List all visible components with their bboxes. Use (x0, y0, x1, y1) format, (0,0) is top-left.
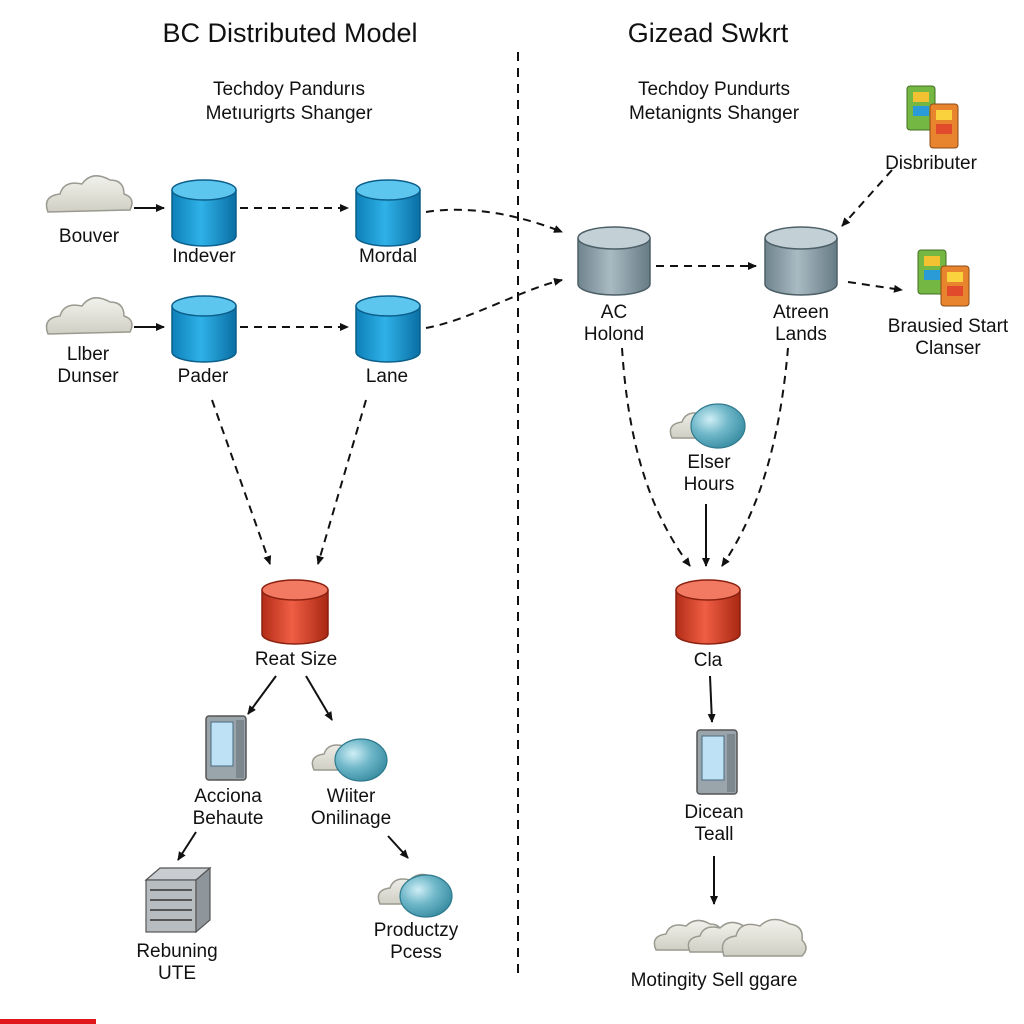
right-connectors (621, 169, 903, 905)
database-pader-icon (171, 295, 237, 363)
database-cla-icon (675, 579, 741, 645)
node-label-liber: Llber Dunser (57, 344, 119, 387)
cloud-icon (45, 175, 133, 213)
cloud-sphere-icon (669, 403, 746, 449)
node-label-acciona: Acciona Behaute (192, 786, 264, 829)
node-label-mordal: Mordal (358, 246, 418, 267)
database-indever-icon (171, 179, 237, 247)
node-label-brausied: Brausied Start Clanser (887, 316, 1009, 359)
node-label-cla: Cla (693, 650, 723, 671)
cloud-sphere-icon (377, 873, 453, 918)
node-label-pader: Pader (177, 366, 229, 387)
node-label-wiiter: Wiiter Onilinage (310, 786, 392, 829)
left-subtitle: Techdoy Pandurıs Metıurigrts Shanger (205, 79, 373, 124)
node-label-ac-holond: AC Holond (583, 302, 645, 345)
database-ac-holond-icon (577, 226, 651, 296)
cloud-sphere-icon (311, 738, 388, 782)
node-label-rebuning: Rebuning UTE (136, 941, 218, 984)
node-label-productzy: Productzy Pcess (373, 920, 459, 963)
right-title: Gizead Swkrt (627, 18, 789, 48)
node-label-elser-hours: Elser Hours (683, 452, 735, 495)
left-connectors (134, 204, 563, 861)
app-tiles-icon (917, 249, 970, 307)
server-rack-icon (144, 866, 212, 934)
node-label-reat-size: Reat Size (254, 649, 338, 670)
accent-bar (0, 1019, 96, 1024)
app-tiles-icon (906, 85, 959, 149)
cloud-cluster-icon (653, 918, 807, 957)
right-subtitle: Techdoy Pundurts Metanignts Shanger (628, 79, 800, 124)
node-label-dicean-teall: Dicean Teall (684, 802, 744, 845)
database-mordal-icon (355, 179, 421, 247)
mobile-device-icon (696, 729, 738, 795)
node-label-bouver: Bouver (58, 226, 120, 247)
database-atreen-lands-icon (764, 226, 838, 296)
node-label-atreen-lands: Atreen Lands (773, 302, 829, 345)
node-label-disbributer: Disbributer (885, 153, 977, 174)
database-lane-icon (355, 295, 421, 363)
node-label-indever: Indever (172, 246, 236, 267)
mobile-device-icon (205, 715, 247, 781)
left-title: BC Distributed Model (162, 18, 418, 48)
node-label-motingity: Motingity Sell ɡgare (630, 970, 798, 991)
node-label-lane: Lane (365, 366, 409, 387)
database-reat-size-icon (261, 579, 329, 645)
cloud-icon (45, 297, 133, 335)
